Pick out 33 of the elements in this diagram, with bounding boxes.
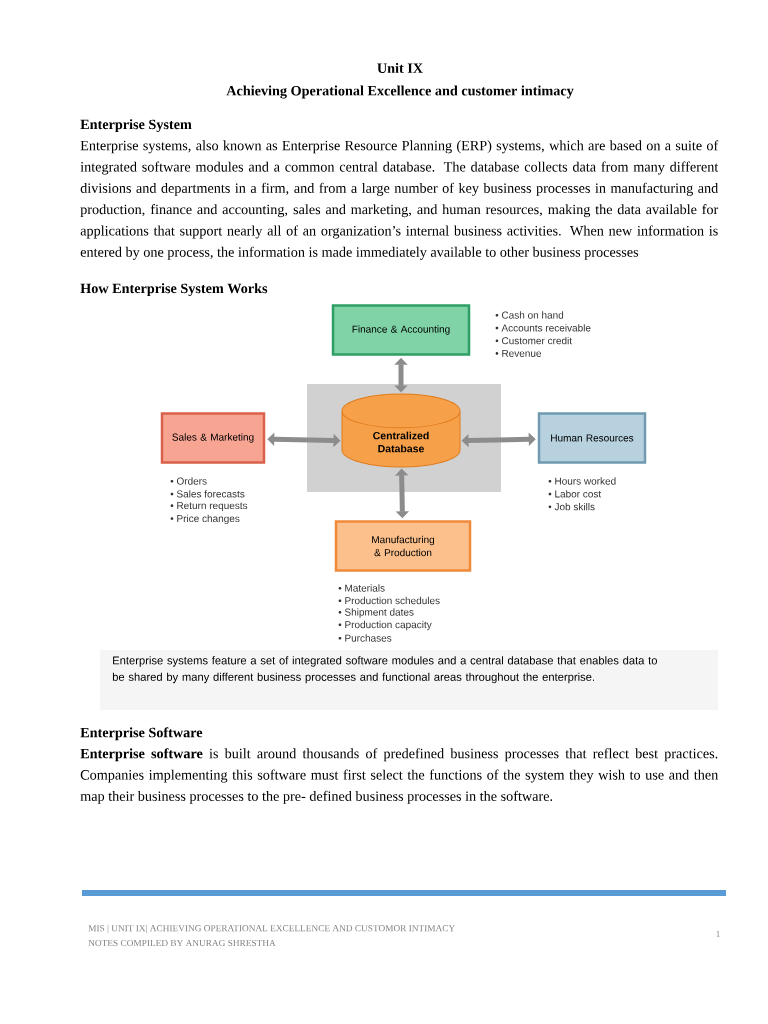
- bullet-item: • Production capacity: [338, 620, 432, 631]
- subtitle: Achieving Operational Excellence and customer intimacy: [226, 85, 574, 99]
- bullet-item: • Price changes: [170, 514, 240, 525]
- bullet-item: • Materials: [338, 584, 385, 592]
- bullet-item: • Revenue: [495, 349, 542, 357]
- bullet-item: • Purchases: [338, 634, 392, 642]
- footer-text: NOTES COMPILED BY ANURAG SHRESTHA: [88, 939, 276, 947]
- department-box: Sales & Marketing: [160, 412, 266, 464]
- department-box: Finance & Accounting: [331, 304, 471, 356]
- section-heading: Enterprise Software: [80, 727, 203, 741]
- paragraph: Enterprise software is built around thousands of predefined business processes that reflect best practices. Companies implementing this software must first select the functions of the system they wish to use and then map their business processes to the pre- defined business processes in the software.: [80, 748, 719, 804]
- title: Unit IX: [377, 63, 423, 73]
- bullet-item: • Production schedules: [338, 596, 440, 605]
- bullet-item: • Sales forecasts: [170, 490, 245, 498]
- caption: Enterprise systems feature a set of integrated software modules and a central database that enables data to be shared by many different business processes and functional areas throughout the enterprise.: [112, 656, 658, 684]
- department-box: Human Resources: [537, 412, 647, 464]
- section-heading: How Enterprise System Works: [80, 283, 268, 297]
- footer-text: MIS | UNIT IX| ACHIEVING OPERATIONAL EXCELLENCE AND CUSTOMOR INTIMACY: [88, 924, 455, 934]
- bullet-item: • Shipment dates: [338, 608, 414, 618]
- page-number: 1: [716, 930, 720, 938]
- double-arrow: [461, 432, 536, 448]
- bullet-item: • Job skills: [548, 502, 595, 511]
- paragraph: Enterprise systems, also known as Enterprise Resource Planning (ERP) systems, which are based on a suite of integrated software modules and a common central database. The database collects data from many different divisions and departments in a firm, and from a large number of key business processes in manufacturing and production, finance and accounting, sales and marketing, and human resources, making the data available for applications that support nearly all of an organization’s internal business activities. When new information is entered by one process, the information is made immediately available to other business processes: [80, 140, 719, 260]
- bullet-item: • Customer credit: [495, 336, 572, 345]
- database-cylinder: Centralized Database: [341, 393, 461, 468]
- bullet-item: • Return requests: [170, 502, 248, 512]
- department-box: Manufacturing & Production: [334, 520, 472, 572]
- bullet-item: • Hours worked: [548, 477, 616, 485]
- bullet-item: • Labor cost: [548, 490, 602, 498]
- section-heading: Enterprise System: [80, 119, 192, 133]
- bullet-item: • Orders: [170, 477, 207, 485]
- bullet-item: • Accounts receivable: [495, 324, 591, 332]
- bullet-item: • Cash on hand: [495, 311, 564, 319]
